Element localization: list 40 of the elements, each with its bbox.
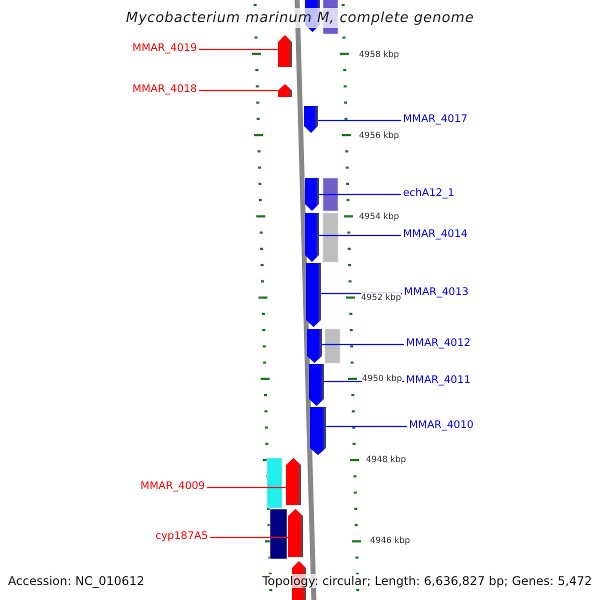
gene-feature <box>278 35 292 67</box>
gene-feature <box>305 213 319 262</box>
leader-line <box>210 536 288 538</box>
scale-label: 4958 kbp <box>359 50 400 60</box>
leader-line <box>322 344 404 346</box>
scale-label: 4952 kbp <box>361 293 402 303</box>
scale-label: 4948 kbp <box>366 455 406 465</box>
gene-feature <box>306 263 321 327</box>
gene-feature <box>278 84 292 97</box>
gene-feature <box>304 106 318 133</box>
genome-summary-text: Topology: circular; Length: 6,636,827 bp; Genes: 5,472 <box>262 574 592 588</box>
gene-label: echA12_1 <box>403 187 454 200</box>
leader-line <box>318 120 401 122</box>
gene-label: MMAR_4013 <box>404 286 469 299</box>
accession-text: Accession: NC_010612 <box>8 574 144 588</box>
gene-label: MMAR_4012 <box>406 337 471 350</box>
gene-feature <box>286 458 301 505</box>
scale-label: 4950 kbp <box>362 374 402 384</box>
gene-label: MMAR_4018 <box>132 83 197 96</box>
leader-line <box>319 234 401 236</box>
leader-line <box>207 486 286 488</box>
gene-feature <box>305 178 319 211</box>
gene-label: MMAR_4011 <box>406 374 471 387</box>
leader-line <box>319 194 401 196</box>
leader-line <box>326 426 407 428</box>
gene-label: cyp187A5 <box>155 530 208 543</box>
gene-feature <box>309 364 324 406</box>
scale-label: 4954 kbp <box>359 212 400 222</box>
scale-label: 4956 kbp <box>359 131 400 141</box>
gene-feature <box>307 329 322 363</box>
gene-label: MMAR_4010 <box>409 419 474 432</box>
gene-feature <box>288 509 303 557</box>
gene-label: MMAR_4017 <box>403 113 468 126</box>
leader-line <box>199 48 278 50</box>
gene-feature <box>310 407 326 455</box>
leader-line <box>199 90 278 92</box>
scale-label: 4946 kbp <box>370 536 410 546</box>
gene-label: MMAR_4014 <box>403 228 468 241</box>
gene-label: MMAR_4009 <box>140 480 205 493</box>
gene-label: MMAR_4019 <box>132 42 197 55</box>
